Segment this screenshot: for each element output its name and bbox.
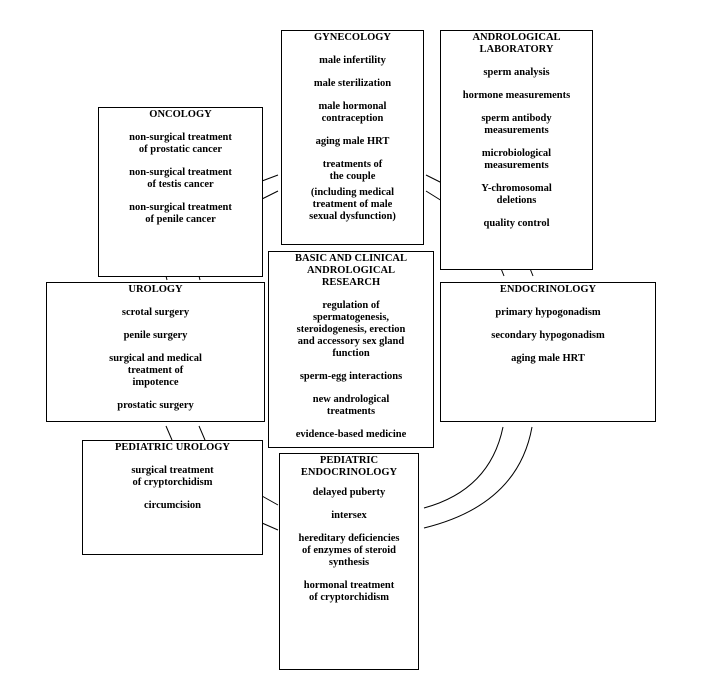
oncology-box: ONCOLOGY non-surgical treatment of prost… <box>98 107 263 277</box>
endocrinology-title: ENDOCRINOLOGY <box>499 284 597 295</box>
andrological-laboratory-title: ANDROLOGICAL LABORATORY <box>472 32 561 55</box>
andrological-laboratory-box: ANDROLOGICAL LABORATORY sperm analysis h… <box>440 30 593 270</box>
list-item: intersex <box>331 510 367 521</box>
list-item: aging male HRT <box>315 136 390 147</box>
list-item: aging male HRT <box>511 353 585 364</box>
connector-urology-pedurology <box>165 425 206 441</box>
list-item: sperm antibody measurements <box>481 113 552 136</box>
list-item: delayed puberty <box>312 487 386 498</box>
research-title: BASIC AND CLINICAL ANDROLOGICAL RESEARCH <box>294 253 408 288</box>
urology-title: UROLOGY <box>128 284 183 295</box>
list-item: primary hypogonadism <box>495 307 601 318</box>
list-item: quality control <box>483 218 550 229</box>
pediatric-endocrinology-title: PEDIATRIC ENDOCRINOLOGY <box>300 455 398 478</box>
list-item: microbiological measurements <box>481 148 552 171</box>
list-item: scrotal surgery <box>121 307 190 318</box>
list-item: non-surgical treatment of penile cancer <box>129 202 232 225</box>
oncology-title: ONCOLOGY <box>149 109 212 120</box>
urology-box: UROLOGY scrotal surgery penile surgery s… <box>46 282 265 422</box>
gynecology-title: GYNECOLOGY <box>313 32 391 43</box>
list-item: sperm-egg interactions <box>299 371 403 382</box>
connector-pedurology-pedendo <box>261 495 279 531</box>
list-item: secondary hypogonadism <box>491 330 605 341</box>
list-item: surgical and medical treatment of impote… <box>109 353 202 388</box>
list-item: prostatic surgery <box>117 400 194 411</box>
gynecology-box: GYNECOLOGY male infertility male sterili… <box>281 30 424 245</box>
list-item: hormone measurements <box>462 90 571 101</box>
list-item: hereditary deficiencies of enzymes of st… <box>298 533 400 568</box>
list-item: new andrological treatments <box>312 394 390 417</box>
list-item: male hormonal contraception <box>318 101 387 124</box>
pediatric-endocrinology-box: PEDIATRIC ENDOCRINOLOGY delayed puberty … <box>279 453 419 670</box>
list-item: male infertility <box>319 55 386 66</box>
list-item: (including medical treatment of male sex… <box>309 187 396 222</box>
list-item: circumcision <box>144 500 201 511</box>
list-item: evidence-based medicine <box>295 429 407 440</box>
list-item: non-surgical treatment of testis cancer <box>129 167 232 190</box>
connector-endocrinology-pedendo <box>423 426 533 529</box>
endocrinology-box: ENDOCRINOLOGY primary hypogonadism secon… <box>440 282 656 422</box>
list-item: treatments of the couple <box>322 159 383 182</box>
list-item: regulation of spermatogenesis, steroidog… <box>296 300 406 359</box>
list-item: penile surgery <box>123 330 188 341</box>
connector-gynecology-lab <box>425 174 443 202</box>
list-item: male sterilization <box>313 78 392 89</box>
list-item: hormonal treatment of cryptorchidism <box>303 580 395 603</box>
list-item: non-surgical treatment of prostatic canc… <box>129 132 232 155</box>
research-box: BASIC AND CLINICAL ANDROLOGICAL RESEARCH… <box>268 251 434 448</box>
list-item: Y-chromosomal deletions <box>481 183 552 206</box>
pediatric-urology-box: PEDIATRIC UROLOGY surgical treatment of … <box>82 440 263 555</box>
pediatric-urology-title: PEDIATRIC UROLOGY <box>114 442 231 453</box>
list-item: surgical treatment of cryptorchidism <box>131 465 214 488</box>
list-item: sperm analysis <box>483 67 550 78</box>
connector-oncology-gynecology <box>261 174 279 200</box>
